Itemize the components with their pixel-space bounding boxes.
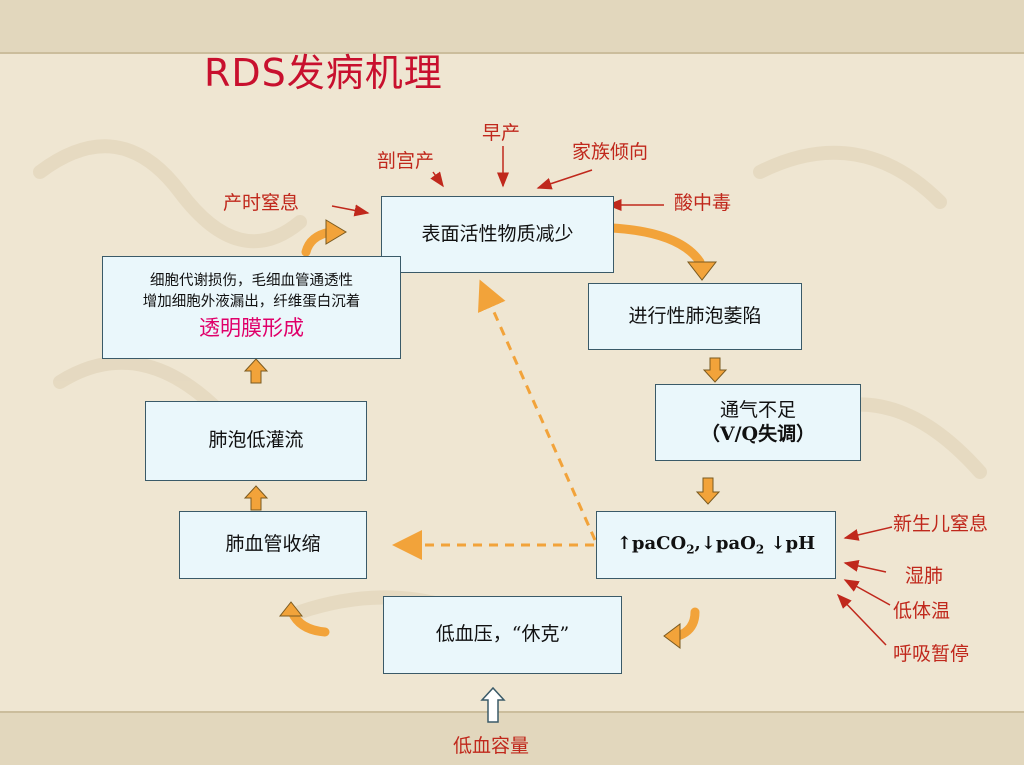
block-arrow-hypoperfusion-to-damage (243, 358, 269, 384)
hypoperfusion-text: 肺泡低灌流 (208, 429, 304, 452)
cell-damage-text-line2: 增加细胞外液漏出，纤维蛋白沉着 (142, 294, 361, 311)
surfactant-text: 表面活性物质减少 (421, 222, 574, 245)
label-family-tendency: 家族倾向 (572, 141, 649, 163)
block-arrow-collapse-to-ventilation (702, 357, 728, 383)
arrow-newborn-asphyxia (843, 526, 893, 541)
label-acidosis: 酸中毒 (674, 192, 732, 214)
hollow-arrow-hypovolemia (480, 686, 506, 723)
label-birth-asphyxia: 产时窒息 (223, 192, 300, 214)
curved-arrow-gas-to-shock (673, 607, 700, 641)
label-newborn-asphyxia: 新生儿窒息 (893, 513, 989, 535)
arrow-wet-lung (843, 560, 887, 573)
cell-damage-text-line1: 细胞代谢损伤，毛细血管通透性 (150, 273, 353, 290)
hypoperfusion-box: 肺泡低灌流 (145, 401, 367, 481)
label-hypothermia: 低体温 (893, 600, 951, 622)
ventilation-text-line2: （V/Q失调） (700, 422, 816, 445)
block-arrow-ventilation-to-gas (695, 477, 721, 505)
block-arrow-vasoconstriction-to-hypoperfusion (243, 485, 269, 511)
arrow-family (536, 169, 593, 190)
blood-gas-box: ↑paCO2,↓paO2 ↓pH (596, 511, 836, 579)
arrow-apnea (836, 593, 887, 646)
vasoconstriction-text: 肺血管收缩 (225, 533, 321, 556)
arrow-asphyxia-birth (331, 204, 370, 217)
arrow-hypothermia (843, 579, 891, 606)
label-wet-lung: 湿肺 (905, 565, 944, 587)
shock-box: 低血压，“休克” (383, 596, 622, 674)
ventilation-text-line1: 通气不足 (719, 398, 796, 421)
page-title: RDS发病机理 (204, 51, 443, 95)
label-hypovolemia: 低血容量 (453, 735, 530, 757)
blood-gas-text: ↑paCO2,↓paO2 ↓pH (616, 532, 816, 557)
shock-text: 低血压，“休克” (435, 623, 570, 646)
bottom-decorative-band (0, 711, 1024, 765)
ventilation-box: 通气不足 （V/Q失调） (655, 384, 861, 461)
arrow-cesarean (430, 171, 444, 188)
label-cesarean: 剖宫产 (377, 150, 435, 172)
label-premature: 早产 (482, 122, 521, 144)
surfactant-box: 表面活性物质减少 (381, 196, 614, 273)
vasoconstriction-box: 肺血管收缩 (179, 511, 367, 579)
dashed-arrow-gas-to-surfactant (478, 279, 597, 541)
cell-damage-box: 细胞代谢损伤，毛细血管通透性 增加细胞外液漏出，纤维蛋白沉着 透明膜形成 (102, 256, 401, 359)
alveolar-collapse-text: 进行性肺泡萎陷 (628, 304, 762, 327)
curved-arrow-surfactant-to-collapse (607, 223, 705, 267)
top-decorative-band (0, 0, 1024, 54)
hyaline-membrane-text: 透明膜形成 (199, 316, 304, 341)
alveolar-collapse-box: 进行性肺泡萎陷 (588, 283, 802, 350)
label-apnea: 呼吸暂停 (893, 643, 970, 665)
